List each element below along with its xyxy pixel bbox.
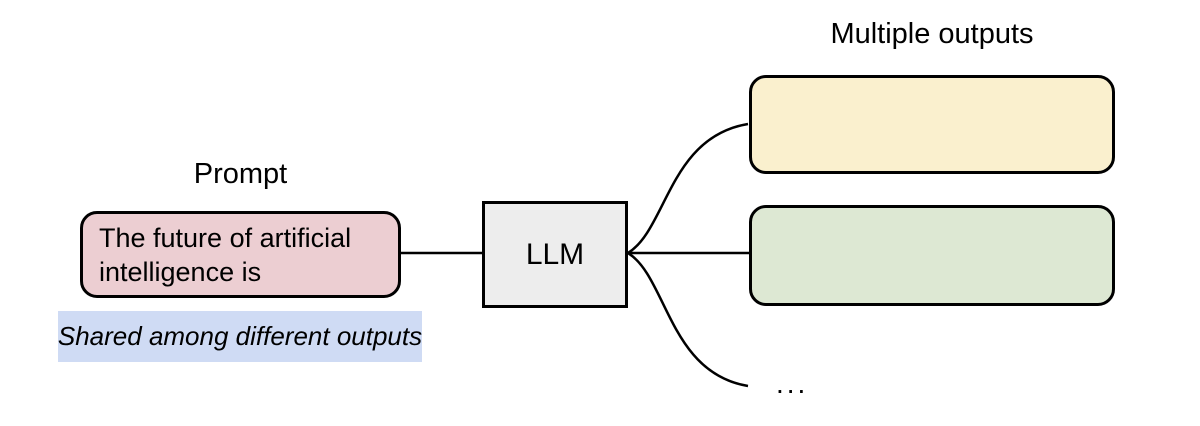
prompt-label: Prompt — [193, 158, 288, 190]
output-box-1 — [749, 75, 1115, 174]
connector-llm-to-ellipsis — [627, 251, 749, 388]
prompt-box: The future of artificial intelligence is — [80, 211, 401, 298]
llm-label: LLM — [525, 237, 585, 271]
connector-llm-to-output-1 — [627, 122, 749, 255]
multiple-outputs-label: Multiple outputs — [830, 18, 1034, 50]
shared-note-text: Shared among different outputs — [57, 321, 423, 351]
shared-note: Shared among different outputs — [58, 311, 422, 362]
more-outputs-ellipsis: ... — [776, 368, 809, 399]
prompt-text: The future of artificial intelligence is — [99, 222, 352, 287]
llm-box: LLM — [482, 201, 628, 308]
output-box-2 — [749, 205, 1115, 306]
